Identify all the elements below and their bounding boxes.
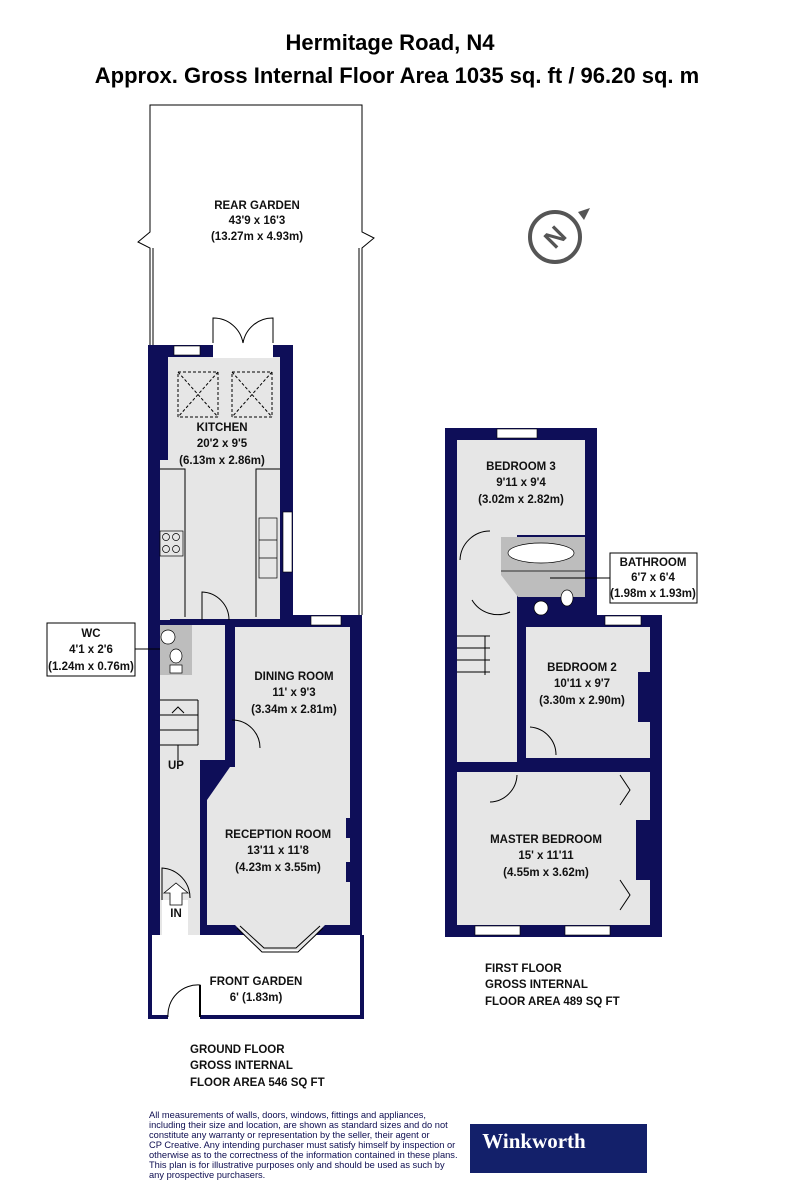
room-label-front-garden: FRONT GARDEN 6' (1.83m) bbox=[210, 976, 303, 1004]
compass-north-icon: N bbox=[528, 208, 590, 264]
room-label-dining-room: DINING ROOM 11' x 9'3 (3.34m x 2.81m) bbox=[251, 671, 337, 716]
svg-text:4'1 x 2'6: 4'1 x 2'6 bbox=[69, 644, 113, 656]
svg-text:This plan is for illustrative: This plan is for illustrative purposes o… bbox=[149, 1160, 445, 1170]
svg-text:FRONT GARDEN: FRONT GARDEN bbox=[210, 976, 303, 988]
wc-toilet-icon bbox=[169, 648, 183, 664]
basin-icon bbox=[533, 600, 549, 616]
svg-text:(3.34m x 2.81m): (3.34m x 2.81m) bbox=[251, 704, 337, 716]
room-label-rear-garden: REAR GARDEN 43'9 x 16'3 (13.27m x 4.93m) bbox=[211, 200, 303, 243]
svg-text:GROSS INTERNAL: GROSS INTERNAL bbox=[190, 1060, 293, 1072]
toilet-icon bbox=[560, 589, 574, 607]
skylight-icon bbox=[177, 371, 273, 418]
stairs-icon bbox=[160, 699, 199, 760]
stairs-up-label: UP bbox=[168, 760, 184, 772]
svg-text:13'11 x 11'8: 13'11 x 11'8 bbox=[247, 845, 309, 857]
svg-text:6' (1.83m): 6' (1.83m) bbox=[230, 992, 283, 1004]
svg-text:CP Creative. Any intending pur: CP Creative. Any intending purchaser mus… bbox=[149, 1140, 455, 1150]
svg-text:DINING ROOM: DINING ROOM bbox=[254, 671, 333, 683]
room-label-reception-room: RECEPTION ROOM 13'11 x 11'8 (4.23m x 3.5… bbox=[225, 829, 331, 874]
svg-text:(4.55m x 3.62m): (4.55m x 3.62m) bbox=[503, 867, 589, 879]
bedroom-3-floor bbox=[457, 440, 585, 535]
svg-text:FLOOR AREA 489 SQ FT: FLOOR AREA 489 SQ FT bbox=[485, 996, 620, 1008]
svg-text:11' x 9'3: 11' x 9'3 bbox=[272, 687, 315, 699]
svg-text:(1.98m x 1.93m): (1.98m x 1.93m) bbox=[610, 588, 696, 600]
room-label-bedroom-3: BEDROOM 3 9'11 x 9'4 (3.02m x 2.82m) bbox=[478, 461, 564, 506]
svg-text:WC: WC bbox=[81, 628, 100, 640]
svg-text:(6.13m x 2.86m): (6.13m x 2.86m) bbox=[179, 455, 265, 467]
kitchen-floor bbox=[168, 357, 280, 619]
svg-text:GROUND FLOOR: GROUND FLOOR bbox=[190, 1044, 285, 1056]
svg-text:FIRST FLOOR: FIRST FLOOR bbox=[485, 963, 562, 975]
svg-text:KITCHEN: KITCHEN bbox=[196, 422, 247, 434]
svg-text:(3.30m x 2.90m): (3.30m x 2.90m) bbox=[539, 695, 625, 707]
svg-text:6'7 x 6'4: 6'7 x 6'4 bbox=[631, 572, 675, 584]
svg-text:REAR GARDEN: REAR GARDEN bbox=[214, 200, 300, 212]
sink-icon bbox=[258, 517, 278, 579]
svg-text:All measurements of walls, doo: All measurements of walls, doors, window… bbox=[149, 1110, 426, 1120]
room-label-master-bedroom: MASTER BEDROOM 15' x 11'11 (4.55m x 3.62… bbox=[490, 834, 602, 879]
svg-text:MASTER BEDROOM: MASTER BEDROOM bbox=[490, 834, 602, 846]
bathtub-icon bbox=[507, 542, 575, 564]
svg-text:BATHROOM: BATHROOM bbox=[620, 557, 687, 569]
ground-floor-area-label: GROUND FLOOR GROSS INTERNAL FLOOR AREA 5… bbox=[190, 1044, 325, 1089]
svg-text:FLOOR AREA 546 SQ FT: FLOOR AREA 546 SQ FT bbox=[190, 1077, 325, 1089]
svg-text:BEDROOM 3: BEDROOM 3 bbox=[486, 461, 556, 473]
dining-room-floor bbox=[235, 627, 350, 767]
rear-garden-outline bbox=[137, 104, 375, 615]
svg-text:20'2 x 9'5: 20'2 x 9'5 bbox=[197, 438, 248, 450]
room-label-wc: WC 4'1 x 2'6 (1.24m x 0.76m) bbox=[46, 622, 160, 677]
ground-floor-plan: UP IN REAR GARDEN 43'9 x 16'3 (13.27m x … bbox=[46, 104, 375, 1089]
svg-text:BEDROOM 2: BEDROOM 2 bbox=[547, 662, 617, 674]
svg-text:(1.24m x 0.76m): (1.24m x 0.76m) bbox=[48, 661, 134, 673]
wc-basin-icon bbox=[160, 629, 176, 645]
page-title: Hermitage Road, N4 bbox=[285, 30, 495, 55]
svg-text:GROSS INTERNAL: GROSS INTERNAL bbox=[485, 979, 588, 991]
svg-text:constitute any warranty or rep: constitute any warranty or representatio… bbox=[149, 1130, 430, 1140]
entrance-arrow-icon bbox=[162, 882, 190, 906]
disclaimer-text: All measurements of walls, doors, window… bbox=[149, 1110, 458, 1180]
master-bedroom-floor bbox=[457, 772, 650, 925]
svg-text:otherwise as to the correctnes: otherwise as to the correctness of the i… bbox=[149, 1150, 458, 1160]
room-label-kitchen: KITCHEN 20'2 x 9'5 (6.13m x 2.86m) bbox=[179, 422, 265, 467]
svg-text:10'11 x 9'7: 10'11 x 9'7 bbox=[554, 678, 610, 690]
svg-text:including their size and locat: including their size and location, are s… bbox=[149, 1120, 448, 1130]
bedroom-2-floor bbox=[526, 627, 650, 758]
hob-icon bbox=[159, 530, 184, 557]
svg-text:RECEPTION ROOM: RECEPTION ROOM bbox=[225, 829, 331, 841]
room-label-bedroom-2: BEDROOM 2 10'11 x 9'7 (3.30m x 2.90m) bbox=[539, 662, 625, 707]
stairs-icon bbox=[457, 635, 490, 675]
svg-text:(13.27m x 4.93m): (13.27m x 4.93m) bbox=[211, 231, 303, 243]
hallway-floor bbox=[160, 625, 200, 935]
svg-text:any prospective purchasers.: any prospective purchasers. bbox=[149, 1170, 265, 1180]
reception-room-floor bbox=[207, 767, 350, 950]
svg-text:9'11 x 9'4: 9'11 x 9'4 bbox=[496, 477, 546, 489]
svg-text:43'9 x 16'3: 43'9 x 16'3 bbox=[229, 215, 286, 227]
svg-text:Winkworth: Winkworth bbox=[482, 1129, 586, 1153]
entrance-label: IN bbox=[170, 908, 182, 920]
svg-text:(3.02m x 2.82m): (3.02m x 2.82m) bbox=[478, 494, 564, 506]
svg-text:(4.23m x 3.55m): (4.23m x 3.55m) bbox=[235, 862, 321, 874]
first-floor-plan: BEDROOM 3 9'11 x 9'4 (3.02m x 2.82m) BAT… bbox=[445, 428, 698, 1008]
first-floor-area-label: FIRST FLOOR GROSS INTERNAL FLOOR AREA 48… bbox=[485, 963, 620, 1008]
front-garden-outline bbox=[148, 935, 364, 1019]
svg-text:15' x 11'11: 15' x 11'11 bbox=[518, 850, 574, 862]
page-subtitle: Approx. Gross Internal Floor Area 1035 s… bbox=[95, 63, 699, 88]
room-label-bathroom: BATHROOM 6'7 x 6'4 (1.98m x 1.93m) bbox=[550, 552, 698, 604]
winkworth-logo: Winkworth bbox=[470, 1124, 647, 1173]
